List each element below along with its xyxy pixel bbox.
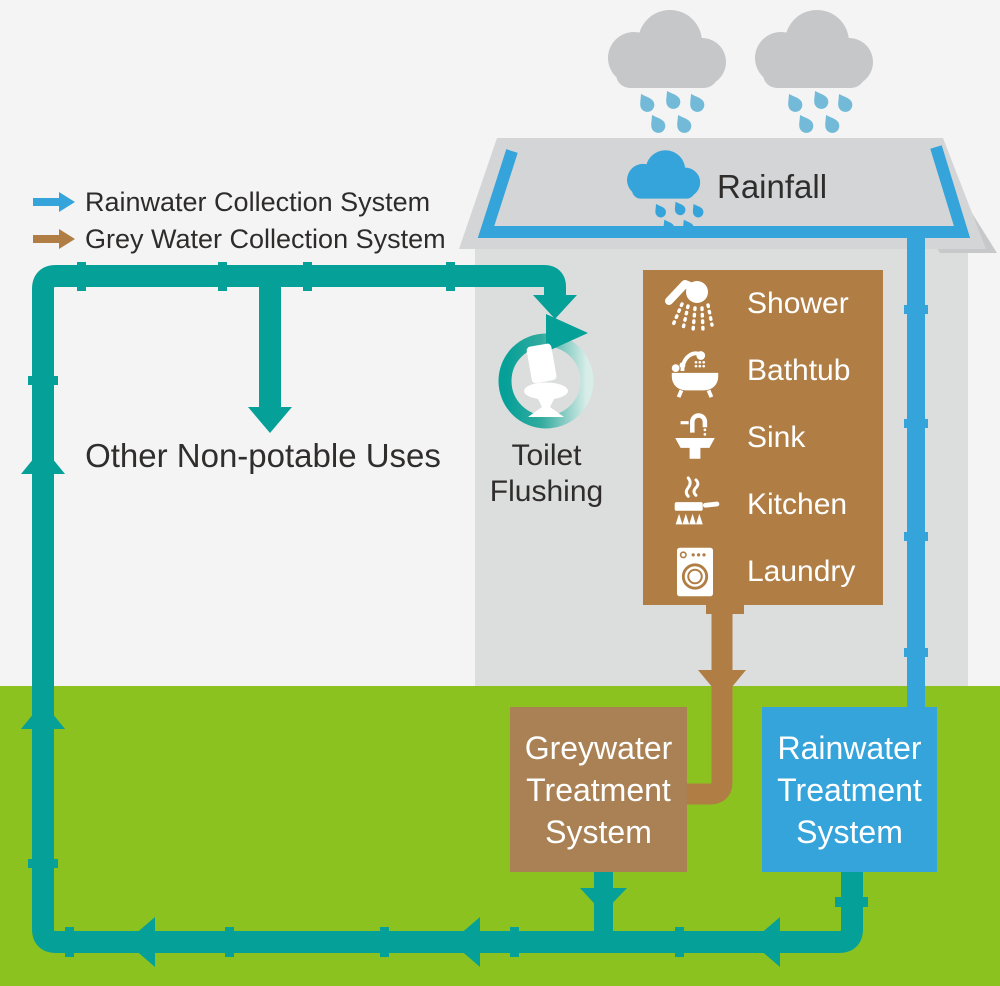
rainwater-treatment-box: Rainwater Treatment System: [762, 707, 937, 872]
laundry-icon: [643, 543, 747, 601]
sink-icon: [643, 409, 747, 467]
kitchen-icon: [643, 475, 747, 534]
recycled-water-pipes: [21, 262, 868, 967]
other-uses-label: Other Non-potable Uses: [85, 437, 441, 474]
list-item: Kitchen: [643, 471, 883, 538]
recycle-arrow-icon: [498, 314, 594, 429]
rain-drops-icon: [783, 88, 855, 136]
arrow-down-greywater: [698, 670, 746, 699]
list-item: Shower: [643, 270, 883, 337]
legend-rainwater-label: Rainwater Collection System: [85, 186, 431, 217]
legend: Rainwater Collection System Grey Water C…: [33, 186, 446, 255]
arrow-down-other-uses: [248, 407, 292, 433]
list-item: Bathtub: [643, 337, 883, 404]
rain-drops-icon: [635, 88, 707, 136]
bathtub-icon: [643, 342, 747, 400]
greywater-treatment-box: Greywater Treatment System: [510, 707, 687, 872]
appliance-label: Shower: [747, 286, 849, 320]
appliance-label: Bathtub: [747, 353, 851, 387]
appliance-label: Sink: [747, 420, 806, 454]
greywater-arrow-icon: [33, 229, 75, 249]
toilet-flushing-label: Toilet Flushing: [489, 439, 604, 508]
arrow-down-toilet: [533, 295, 577, 319]
shower-icon: [643, 275, 747, 333]
rainfall-label: Rainfall: [717, 168, 828, 205]
appliance-label: Laundry: [747, 554, 856, 588]
toilet-icon: [524, 343, 568, 417]
greywater-sources-panel: Shower Bathtub: [643, 270, 883, 605]
gutter-pipe: [477, 145, 971, 238]
cloud-icon: [755, 10, 873, 88]
cloud-icon: [608, 10, 726, 88]
roof: [459, 138, 986, 249]
legend-rainwater: Rainwater Collection System: [33, 186, 446, 218]
downspout-pipe: [904, 232, 928, 710]
list-item: Sink: [643, 404, 883, 471]
legend-greywater: Grey Water Collection System: [33, 223, 446, 255]
rainwater-arrow-icon: [33, 192, 75, 212]
appliance-label: Kitchen: [747, 487, 848, 521]
legend-greywater-label: Grey Water Collection System: [85, 223, 446, 254]
list-item: Laundry: [643, 538, 883, 605]
